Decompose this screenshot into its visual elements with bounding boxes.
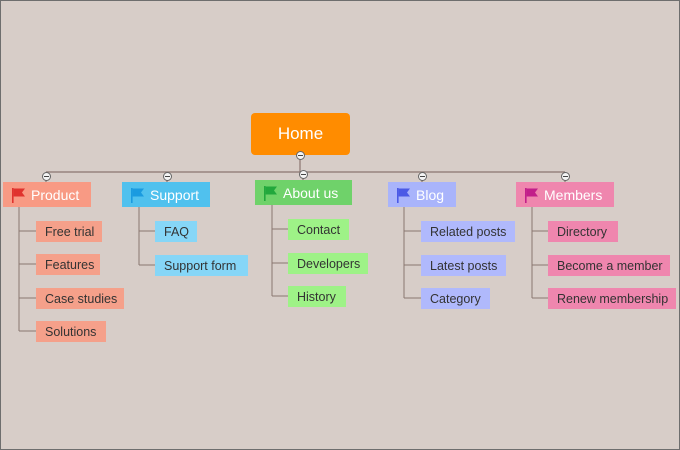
collapse-toggle-support[interactable] [163,172,172,181]
leaf-label: Support form [164,258,237,273]
branch-label-blog: Blog [416,186,445,203]
root-label: Home [277,124,324,143]
pink-flag-icon [525,187,538,203]
leaf-label: Renew membership [557,291,669,306]
leaf-label: Directory [557,224,608,239]
branch-node-product[interactable]: Product [3,182,91,207]
leaf-node[interactable]: Contact [288,219,349,240]
leaf-node[interactable]: Developers [288,253,368,274]
leaf-label: Related posts [430,224,507,239]
leaf-node[interactable]: Support form [155,255,248,276]
leaf-label: Contact [297,222,341,237]
collapse-toggle-members[interactable] [561,172,570,181]
branch-node-blog[interactable]: Blog [388,182,456,207]
collapse-toggle-about-us[interactable] [299,170,308,179]
leaf-node[interactable]: Solutions [36,321,106,342]
leaf-node[interactable]: Features [36,254,100,275]
branch-node-support[interactable]: Support [122,182,210,207]
leaf-node[interactable]: Renew membership [548,288,676,309]
branch-label-about-us: About us [283,184,339,201]
blue-flag-icon [397,187,410,203]
leaf-node[interactable]: History [288,286,346,307]
green-flag-icon [264,185,277,201]
leaf-label: Features [45,257,95,272]
branch-node-about-us[interactable]: About us [255,180,352,205]
leaf-label: Category [430,291,481,306]
root-node-home[interactable]: Home [251,113,350,155]
leaf-label: Developers [297,256,361,271]
leaf-node[interactable]: Related posts [421,221,515,242]
leaf-node[interactable]: FAQ [155,221,197,242]
leaf-label: Free trial [45,224,95,239]
leaf-node[interactable]: Free trial [36,221,102,242]
leaf-label: History [297,289,336,304]
collapse-toggle-blog[interactable] [418,172,427,181]
leaf-node[interactable]: Become a member [548,255,670,276]
collapse-toggle-product[interactable] [42,172,51,181]
branch-node-members[interactable]: Members [516,182,614,207]
branch-label-members: Members [544,186,603,203]
red-flag-icon [12,187,25,203]
leaf-label: Case studies [45,291,118,306]
branch-label-support: Support [150,186,200,203]
collapse-toggle-home[interactable] [296,151,305,160]
blue-flag-icon [131,187,144,203]
leaf-node[interactable]: Category [421,288,490,309]
branch-label-product: Product [31,186,80,203]
leaf-label: Latest posts [430,258,498,273]
leaf-node[interactable]: Latest posts [421,255,506,276]
leaf-label: FAQ [164,224,190,239]
leaf-node[interactable]: Case studies [36,288,124,309]
leaf-node[interactable]: Directory [548,221,618,242]
leaf-label: Become a member [557,258,663,273]
leaf-label: Solutions [45,324,97,339]
